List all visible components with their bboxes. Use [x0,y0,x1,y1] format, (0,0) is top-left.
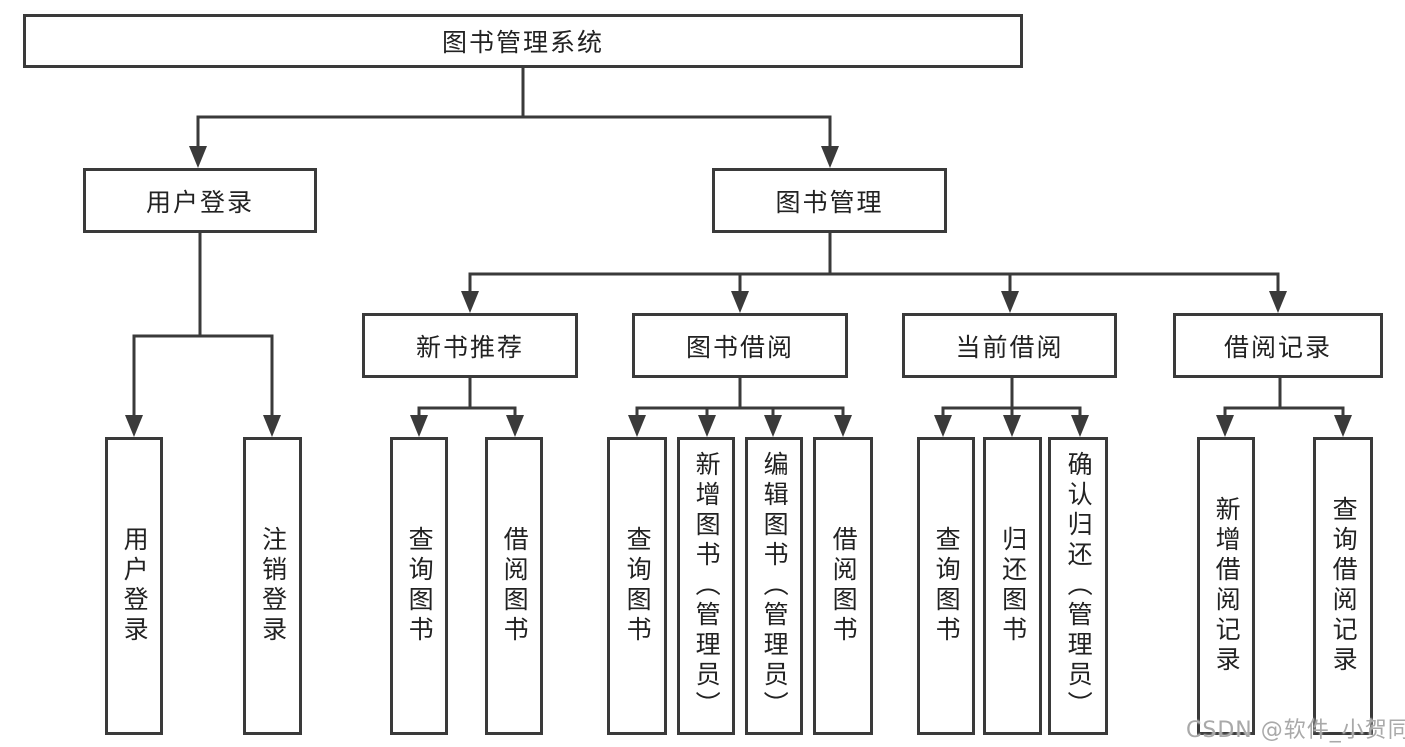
node-root-label: 图书管理系统 [441,28,604,57]
leaf-current-return-book-label: 归还图书 [998,526,1028,646]
connector-new-book-recommend-to-leaves [410,376,524,437]
node-current-borrow-label: 当前借阅 [955,332,1064,362]
leaf-logout: 注销登录 [243,437,302,735]
leaf-newbook-borrow-book-label: 借阅图书 [500,526,530,646]
leaf-user-login-label: 用户登录 [120,526,150,646]
node-root: 图书管理系统 [23,14,1023,68]
leaf-record-add-borrow-record-label: 新增借阅记录 [1212,496,1242,676]
node-book-mgmt-label: 图书管理 [775,187,884,217]
leaf-borrow-add-book-admin: 新增图书（管理员） [677,437,735,735]
leaf-current-query-book-label: 查询图书 [932,526,962,646]
leaf-borrow-query-book: 查询图书 [607,437,667,735]
leaf-borrow-borrow-book: 借阅图书 [813,437,873,735]
node-user-login-label: 用户登录 [145,187,254,217]
leaf-record-query-borrow-record-label: 查询借阅记录 [1329,496,1359,676]
leaf-current-query-book: 查询图书 [917,437,975,735]
connector-user-login-to-leaves [125,231,281,437]
leaf-newbook-query-book-label: 查询图书 [405,526,435,646]
connector-current-borrow-to-leaves [934,376,1089,437]
node-borrow-record-label: 借阅记录 [1223,332,1332,362]
connector-borrow-record-to-leaves [1216,376,1352,437]
leaf-record-query-borrow-record: 查询借阅记录 [1313,437,1373,735]
connector-root-to-level2 [189,66,839,168]
node-current-borrow: 当前借阅 [902,313,1117,378]
leaf-current-return-book: 归还图书 [983,437,1042,735]
node-new-book-recommend-label: 新书推荐 [415,332,524,362]
leaf-borrow-query-book-label: 查询图书 [623,526,653,646]
leaf-borrow-edit-book-admin: 编辑图书（管理员） [745,437,803,735]
node-user-login: 用户登录 [83,168,317,233]
leaf-borrow-add-book-admin-label: 新增图书（管理员） [692,451,722,721]
leaf-logout-label: 注销登录 [258,526,288,646]
leaf-current-confirm-return-admin-label: 确认归还（管理员） [1064,451,1094,721]
watermark: CSDN @软件_小贺同学 [1186,718,1405,743]
node-book-borrow-label: 图书借阅 [685,332,794,362]
connector-book-borrow-to-leaves [628,376,852,437]
leaf-borrow-edit-book-admin-label: 编辑图书（管理员） [760,451,790,721]
node-borrow-record: 借阅记录 [1173,313,1383,378]
connector-book-mgmt-to-level3 [461,231,1287,313]
leaf-newbook-borrow-book: 借阅图书 [485,437,543,735]
leaf-newbook-query-book: 查询图书 [390,437,448,735]
node-book-mgmt: 图书管理 [712,168,947,233]
leaf-current-confirm-return-admin: 确认归还（管理员） [1048,437,1108,735]
leaf-user-login: 用户登录 [105,437,163,735]
node-book-borrow: 图书借阅 [632,313,848,378]
node-new-book-recommend: 新书推荐 [362,313,578,378]
leaf-record-add-borrow-record: 新增借阅记录 [1197,437,1255,735]
leaf-borrow-borrow-book-label: 借阅图书 [829,526,859,646]
